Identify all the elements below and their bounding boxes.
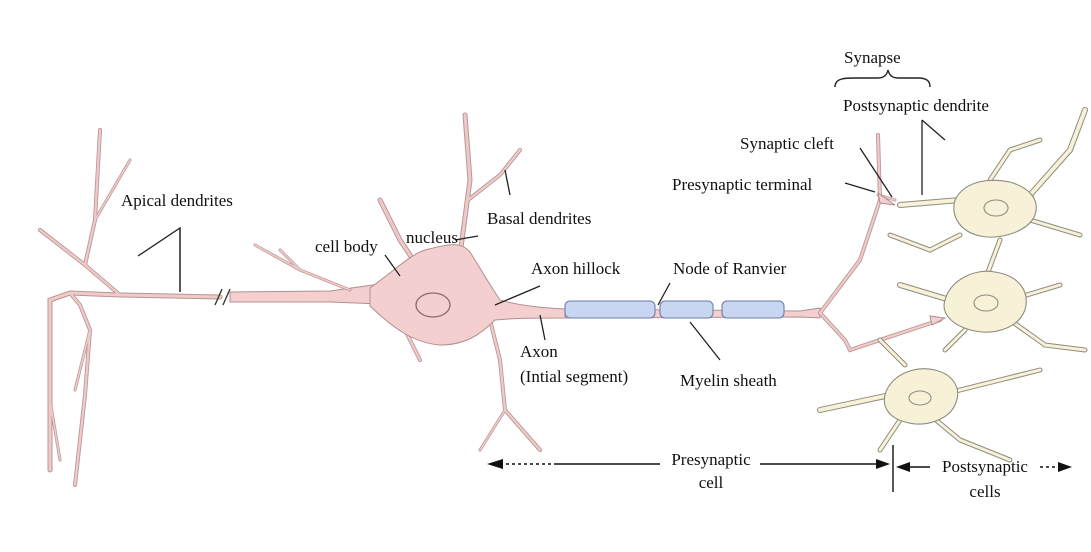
apical-dendrite-tree	[40, 130, 220, 485]
label-cell-body: cell body	[315, 237, 378, 256]
postsynaptic-right-arrowhead	[1058, 462, 1072, 472]
synapse-brace	[835, 70, 930, 87]
label-presynaptic-cell-2: cell	[699, 473, 724, 492]
label-presynaptic-terminal: Presynaptic terminal	[672, 175, 812, 194]
postsynaptic-cell-1	[954, 180, 1036, 237]
presynaptic-neuron	[40, 115, 945, 485]
label-synaptic-cleft: Synaptic cleft	[740, 134, 834, 153]
postsynaptic-cell-3	[884, 369, 957, 424]
label-myelin-sheath: Myelin sheath	[680, 371, 777, 390]
label-axon: Axon	[520, 342, 558, 361]
myelin-segment-1	[565, 301, 655, 318]
label-basal-dendrites: Basal dendrites	[487, 209, 591, 228]
label-node-of-ranvier: Node of Ranvier	[673, 259, 787, 278]
postsynaptic-cell-2	[944, 271, 1026, 332]
postsynaptic-cells	[820, 110, 1085, 460]
label-synapse: Synapse	[844, 48, 901, 67]
label-nucleus: nucleus	[406, 228, 458, 247]
myelin-sheaths	[565, 301, 784, 318]
label-axon-hillock: Axon hillock	[531, 259, 621, 278]
axon-terminals	[820, 135, 945, 350]
label-presynaptic-cell-1: Presynaptic	[671, 450, 751, 469]
myelin-segment-2	[660, 301, 713, 318]
leader-lines	[138, 120, 945, 360]
label-axon-initial-segment: (Intial segment)	[520, 367, 628, 386]
apical-shaft	[230, 284, 380, 304]
myelin-segment-3	[722, 301, 784, 318]
presynaptic-terminal-bouton	[930, 316, 945, 325]
label-apical-dendrites: Apical dendrites	[121, 191, 233, 210]
postsynaptic-left-arrowhead	[896, 462, 910, 472]
label-postsynaptic-cells-1: Postsynaptic	[942, 457, 1028, 476]
label-postsynaptic-dendrite: Postsynaptic dendrite	[843, 96, 989, 115]
label-postsynaptic-cells-2: cells	[969, 482, 1000, 501]
presynaptic-left-arrowhead	[487, 459, 503, 469]
presynaptic-right-arrowhead	[876, 459, 890, 469]
